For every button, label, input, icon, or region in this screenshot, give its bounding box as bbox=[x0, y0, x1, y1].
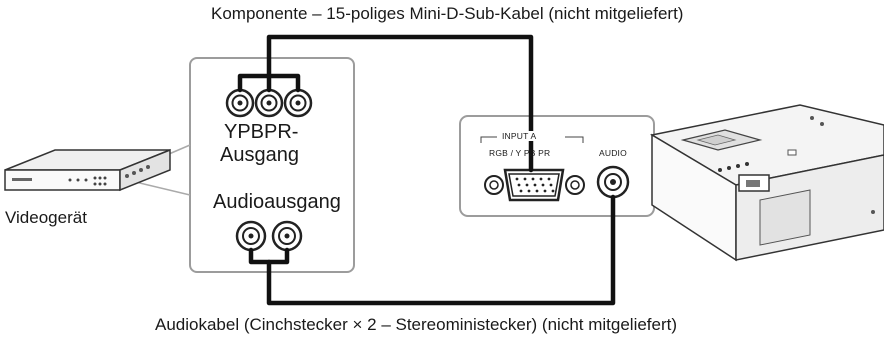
projector-icon bbox=[649, 104, 884, 262]
component-cable-caption: Komponente – 15-poliges Mini-D-Sub-Kabel… bbox=[211, 4, 684, 23]
rgb-ypbpr-port-label: RGB / Y PB PR bbox=[489, 148, 551, 158]
audio-in-port-icon bbox=[596, 165, 630, 199]
audio-cable bbox=[248, 194, 616, 306]
input-a-bracket bbox=[480, 136, 584, 143]
video-device-icon bbox=[4, 148, 171, 192]
audio-output-label: Audioausgang bbox=[213, 191, 341, 213]
video-device-label: Videogerät bbox=[5, 208, 87, 227]
input-a-label: INPUT A bbox=[500, 131, 539, 141]
ypbpr-jack-pb bbox=[254, 88, 284, 118]
audio-port-label: AUDIO bbox=[599, 148, 627, 158]
component-cable bbox=[237, 34, 534, 173]
ypbpr-jack-y bbox=[225, 88, 255, 118]
audio-jack-right bbox=[271, 220, 303, 252]
ypbpr-jack-pr bbox=[283, 88, 313, 118]
audio-jack-left bbox=[235, 220, 267, 252]
audio-cable-caption: Audiokabel (Cinchstecker × 2 – Stereomin… bbox=[155, 315, 678, 334]
ypbpr-label: YPBPR- bbox=[224, 121, 299, 143]
vga-port-icon bbox=[484, 168, 585, 202]
ypbpr-output-label: Ausgang bbox=[220, 144, 299, 166]
